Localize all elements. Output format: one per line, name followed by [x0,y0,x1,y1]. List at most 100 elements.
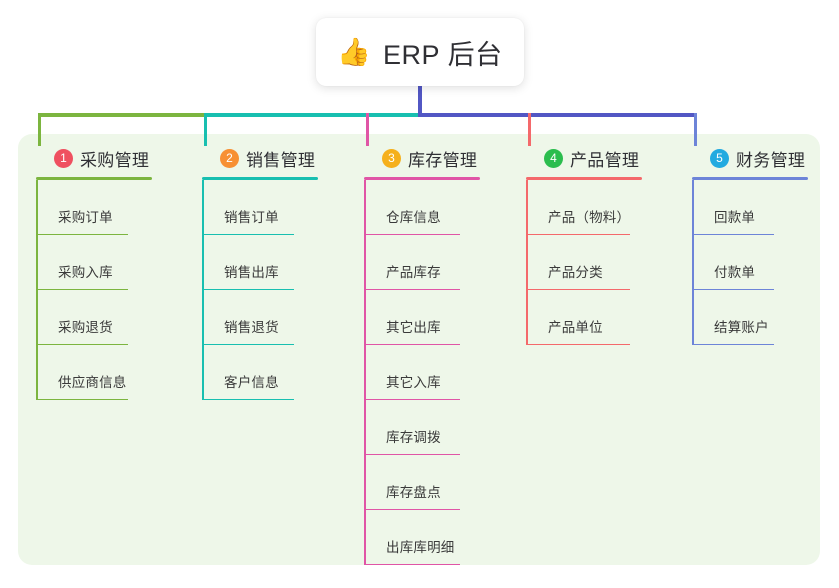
branch-title: 销售管理 [246,150,316,170]
branch-item-underline [692,233,774,235]
diagram-panel-background [18,134,820,565]
branch-header-underline [36,177,152,180]
branch-title: 财务管理 [736,150,806,170]
branch-item[interactable]: 客户信息 [202,345,352,400]
branch-item[interactable]: 供应商信息 [36,345,186,400]
thumbs-up-icon: 👍 [337,36,372,67]
branch-number-badge: 4 [544,148,563,168]
branch-item-label: 其它入库 [386,375,441,390]
branch-number-badge: 3 [382,148,401,168]
branch-header-3[interactable]: 3 库存管理 [364,145,514,171]
branch-item-label: 库存盘点 [386,485,441,500]
branch-item-underline [202,288,294,290]
branch-item-label: 销售退货 [224,320,279,335]
branch-item-label: 回款单 [714,210,756,225]
branch-item-label: 采购订单 [58,210,113,225]
branch-item-underline [364,563,460,565]
branch-item-label: 采购入库 [58,265,113,280]
branch-item[interactable]: 产品单位 [526,290,676,345]
branch-item-underline [202,343,294,345]
branch-trunk-line [202,180,204,400]
branch-item[interactable]: 产品库存 [364,235,514,290]
branch-item-underline [526,343,630,345]
branch-trunk-line [526,180,528,345]
branch-header-underline [692,177,808,180]
branch-column-1: 1 采购管理采购订单采购入库采购退货供应商信息 [36,145,186,400]
branch-item-underline [36,343,128,345]
branch-header-4[interactable]: 4 产品管理 [526,145,676,171]
branch-item-label: 出库库明细 [386,540,455,555]
branch-item[interactable]: 结算账户 [692,290,822,345]
branch-item-underline [526,288,630,290]
branch-title: 库存管理 [408,150,478,170]
branch-item-list: 采购订单采购入库采购退货供应商信息 [36,180,186,400]
branch-item-underline [202,233,294,235]
branch-number-badge: 2 [220,148,239,168]
branch-item[interactable]: 采购订单 [36,180,186,235]
connector-drop-5 [694,113,697,146]
branch-item[interactable]: 其它出库 [364,290,514,345]
branch-trunk-line [692,180,694,345]
branch-item[interactable]: 产品分类 [526,235,676,290]
branch-header-underline [526,177,642,180]
branch-number-badge: 5 [710,148,729,168]
branch-item-label: 产品单位 [548,320,603,335]
branch-header-2[interactable]: 2 销售管理 [202,145,352,171]
branch-item[interactable]: 产品（物料） [526,180,676,235]
root-node-title: ERP 后台 [383,39,503,70]
branch-item-label: 付款单 [714,265,756,280]
branch-column-5: 5 财务管理回款单付款单结算账户 [692,145,822,345]
branch-item[interactable]: 销售退货 [202,290,352,345]
root-node-erp-backend[interactable]: 👍 ERP 后台 [316,18,524,86]
branch-number-badge: 1 [54,148,73,168]
branch-item-list: 回款单付款单结算账户 [692,180,822,345]
branch-title: 采购管理 [80,150,150,170]
branch-item-label: 库存调拨 [386,430,441,445]
branch-item-underline [364,288,460,290]
root-drop-line [418,86,422,117]
branch-item[interactable]: 销售订单 [202,180,352,235]
branch-title: 产品管理 [570,150,640,170]
branch-item[interactable]: 付款单 [692,235,822,290]
connector-segment-3 [418,113,696,117]
branch-item-underline [364,233,460,235]
branch-item[interactable]: 回款单 [692,180,822,235]
connector-drop-1 [38,113,41,146]
branch-trunk-line [364,180,366,565]
branch-item-label: 产品分类 [548,265,603,280]
branch-item-underline [364,508,460,510]
connector-drop-4 [528,113,531,146]
branch-item[interactable]: 销售出库 [202,235,352,290]
branch-header-1[interactable]: 1 采购管理 [36,145,186,171]
branch-item[interactable]: 仓库信息 [364,180,514,235]
branch-item-label: 供应商信息 [58,375,127,390]
branch-header-5[interactable]: 5 财务管理 [692,145,822,171]
connector-drop-2 [204,113,207,146]
branch-item-label: 销售出库 [224,265,279,280]
branch-item-underline [202,398,294,400]
branch-item-underline [364,398,460,400]
branch-item[interactable]: 出库库明细 [364,510,514,565]
branch-item-list: 产品（物料） 产品分类产品单位 [526,180,676,345]
branch-item-label: 其它出库 [386,320,441,335]
branch-item-underline [364,453,460,455]
branch-header-underline [202,177,318,180]
branch-item[interactable]: 采购退货 [36,290,186,345]
branch-item[interactable]: 采购入库 [36,235,186,290]
branch-item-label: 销售订单 [224,210,279,225]
branch-item-underline [364,343,460,345]
branch-item[interactable]: 库存盘点 [364,455,514,510]
branch-column-2: 2 销售管理销售订单销售出库销售退货客户信息 [202,145,352,400]
branch-item-label: 产品（物料） [548,210,631,225]
branch-item-list: 仓库信息产品库存其它出库其它入库库存调拨库存盘点出库库明细 [364,180,514,565]
branch-trunk-line [36,180,38,400]
connector-drop-3 [366,113,369,146]
branch-item[interactable]: 库存调拨 [364,400,514,455]
branch-item[interactable]: 其它入库 [364,345,514,400]
branch-column-4: 4 产品管理产品（物料） 产品分类产品单位 [526,145,676,345]
branch-item-underline [692,288,774,290]
branch-item-underline [526,233,630,235]
branch-item-label: 仓库信息 [386,210,441,225]
connector-segment-1 [38,113,207,117]
branch-item-label: 产品库存 [386,265,441,280]
